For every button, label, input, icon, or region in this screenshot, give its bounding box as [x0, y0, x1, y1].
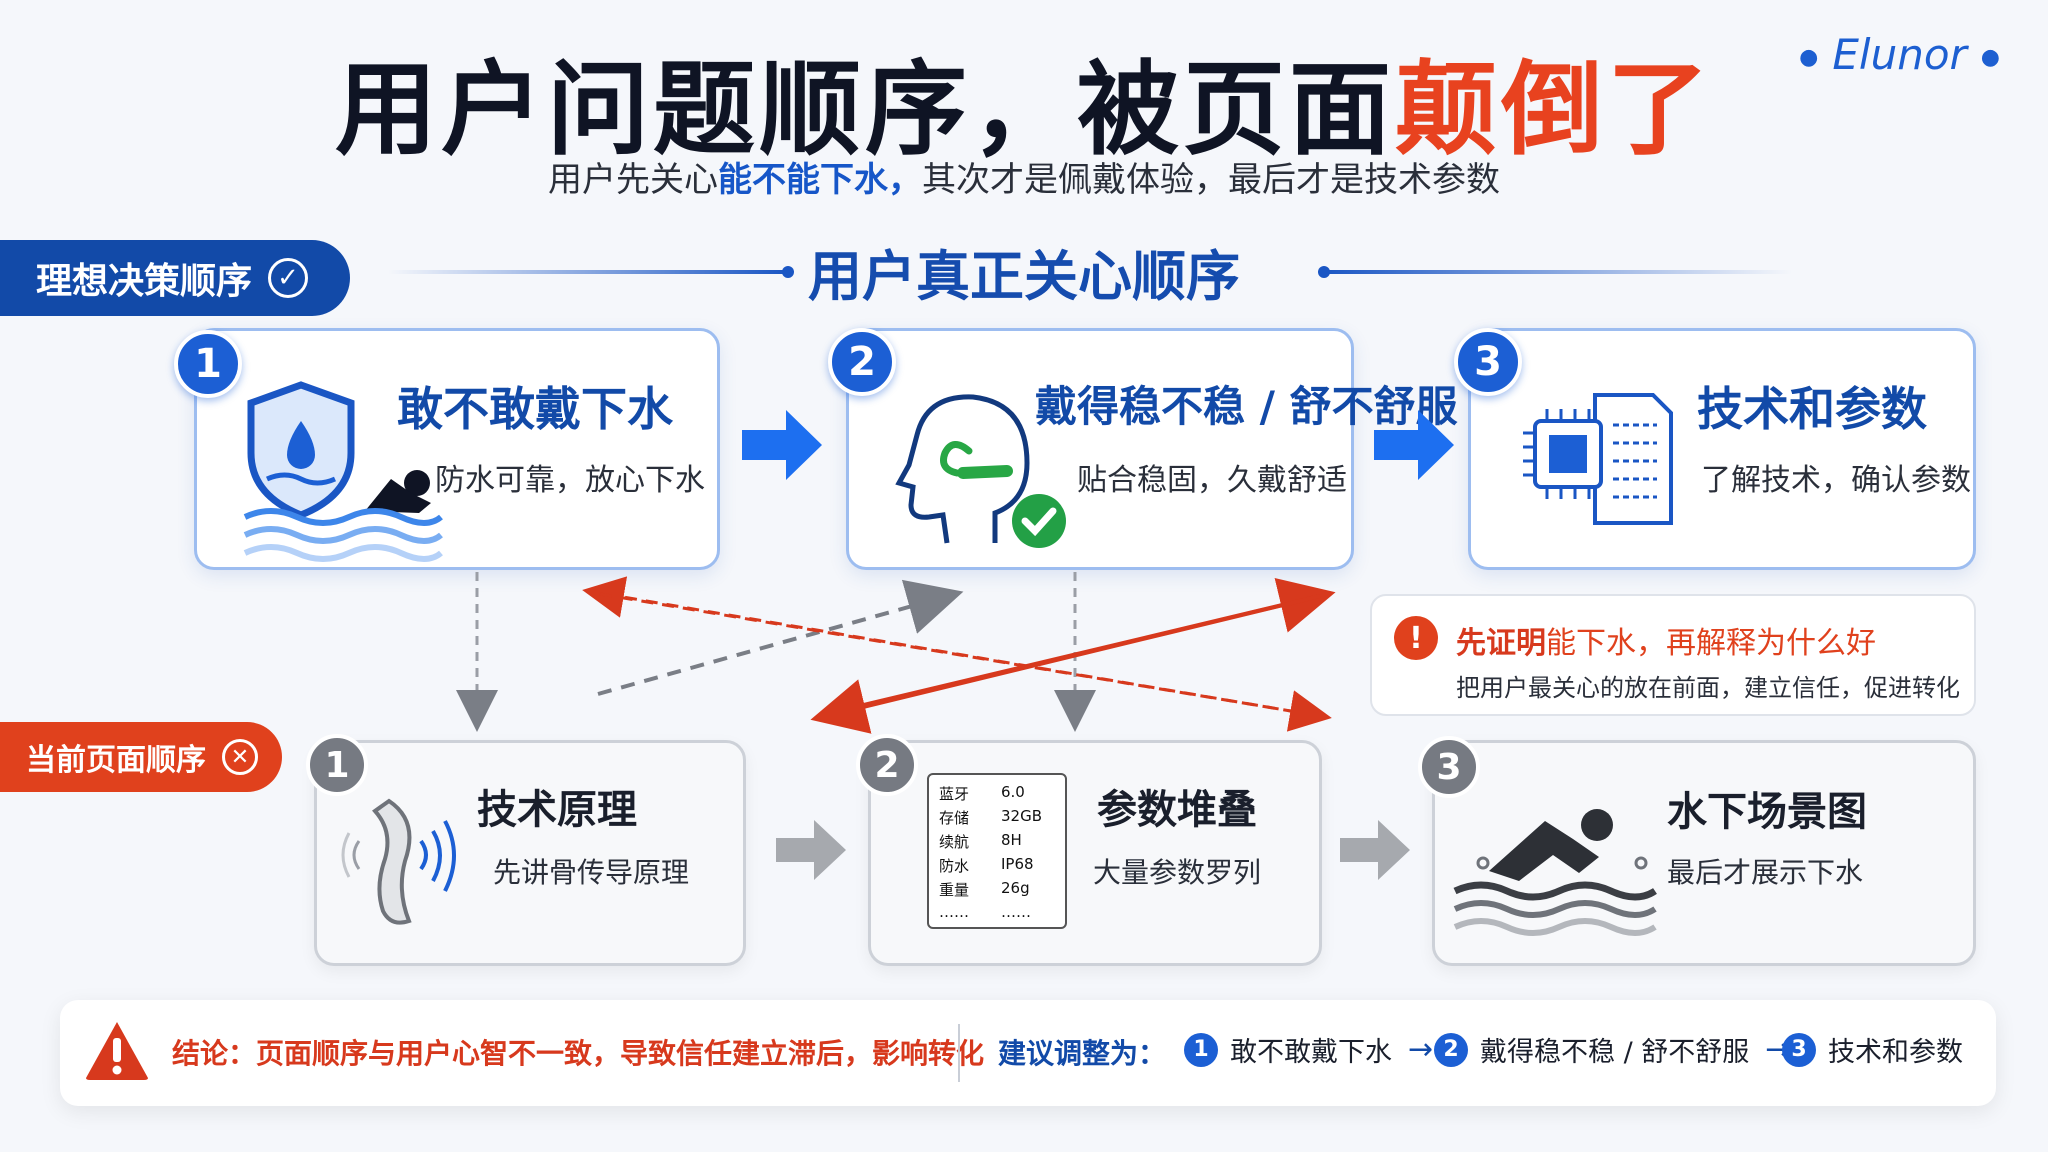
brand-logo: ●Elunor● — [1799, 30, 2000, 79]
step-badge-3: 3 — [1454, 328, 1522, 396]
card-subtitle: 防水可靠，放心下水 — [435, 463, 705, 498]
heading-dot-left — [782, 266, 794, 278]
page-title: 用户问题顺序，被页面颠倒了 — [335, 51, 1713, 170]
card-subtitle: 贴合稳固，久戴舒适 — [1077, 463, 1347, 498]
section-heading: 用户真正关心顺序 — [808, 245, 1240, 308]
conclusion-text: 结论：页面顺序与用户心智不一致，导致信任建立滞后，影响转化 — [172, 1037, 985, 1070]
step-badge-2: 2 — [828, 328, 896, 396]
current-order-pill: 当前页面顺序✕ — [0, 722, 282, 792]
head-earhook-check-icon — [877, 373, 1067, 553]
ideal-card-2: 戴得稳不稳 / 舒不舒服 贴合稳固，久戴舒适 — [846, 328, 1458, 570]
ideal-card-1: 敢不敢戴下水 防水可靠，放心下水 — [194, 328, 720, 570]
param-row: ………… — [939, 903, 1031, 921]
ideal-card-3: 技术和参数 了解技术，确认参数 — [1468, 328, 1976, 570]
chip-document-icon — [1517, 391, 1677, 531]
swimmer-icon — [1449, 791, 1659, 941]
connector-grey-diagonal — [597, 579, 964, 696]
step-badge-1: 1 — [306, 734, 368, 796]
card-subtitle: 最后才展示下水 — [1667, 856, 1864, 889]
advice-note-card: ! 先证明能下水，再解释为什么好 把用户最关心的放在前面，建立信任，促进转化 — [1370, 594, 1976, 716]
card-subtitle: 大量参数罗列 — [1093, 856, 1262, 889]
card-subtitle: 了解技术，确认参数 — [1701, 463, 1971, 498]
card-title: 技术和参数 — [1697, 382, 1927, 436]
alert-icon: ! — [1394, 616, 1438, 660]
connector-red-dashed-2 — [599, 592, 1332, 732]
heading-line-left — [388, 270, 786, 274]
cross-circle-icon: ✕ — [222, 739, 258, 775]
card-title: 参数堆叠 — [1097, 787, 1257, 833]
flow-arrow-right-icon — [1340, 820, 1410, 880]
suggestion-label: 建议调整为： — [998, 1037, 1167, 1070]
check-circle-icon: ✓ — [268, 258, 309, 298]
subtitle-emphasis: 能不能下水， — [718, 160, 922, 200]
page-subtitle: 用户先关心能不能下水，其次才是佩戴体验，最后才是技术参数 — [548, 160, 1500, 200]
card-subtitle: 先讲骨传导原理 — [493, 856, 690, 889]
ideal-order-pill: 理想决策顺序✓ — [0, 240, 350, 316]
bone-conduction-icon — [339, 791, 459, 931]
current-card-3: 水下场景图 最后才展示下水 — [1432, 740, 1976, 966]
step-badge-2: 2 — [856, 734, 918, 796]
note-subtitle: 把用户最关心的放在前面，建立信任，促进转化 — [1456, 674, 1960, 702]
arrow-right-icon: → — [1408, 1032, 1434, 1067]
title-accent: 颠倒了 — [1395, 51, 1713, 170]
note-title: 先证明能下水，再解释为什么好 — [1456, 626, 1876, 661]
current-card-1: 技术原理 先讲骨传导原理 — [314, 740, 746, 966]
waterproof-swimmer-icon — [241, 375, 451, 565]
card-title: 水下场景图 — [1667, 789, 1867, 835]
flow-arrow-right-icon — [776, 820, 846, 880]
card-title: 敢不敢戴下水 — [397, 382, 673, 436]
divider — [958, 1024, 960, 1082]
card-title: 技术原理 — [477, 787, 637, 833]
warning-icon — [84, 1020, 150, 1082]
flow-arrow-right-icon — [1374, 410, 1454, 480]
heading-line-right — [1322, 270, 1792, 274]
connector-red-solid-back — [810, 594, 1321, 734]
card-title: 戴得稳不稳 / 舒不舒服 — [1035, 382, 1458, 431]
step-badge-3: 3 — [1418, 736, 1480, 798]
step-badge-1: 1 — [174, 330, 242, 398]
flow-arrow-right-icon — [742, 410, 822, 480]
